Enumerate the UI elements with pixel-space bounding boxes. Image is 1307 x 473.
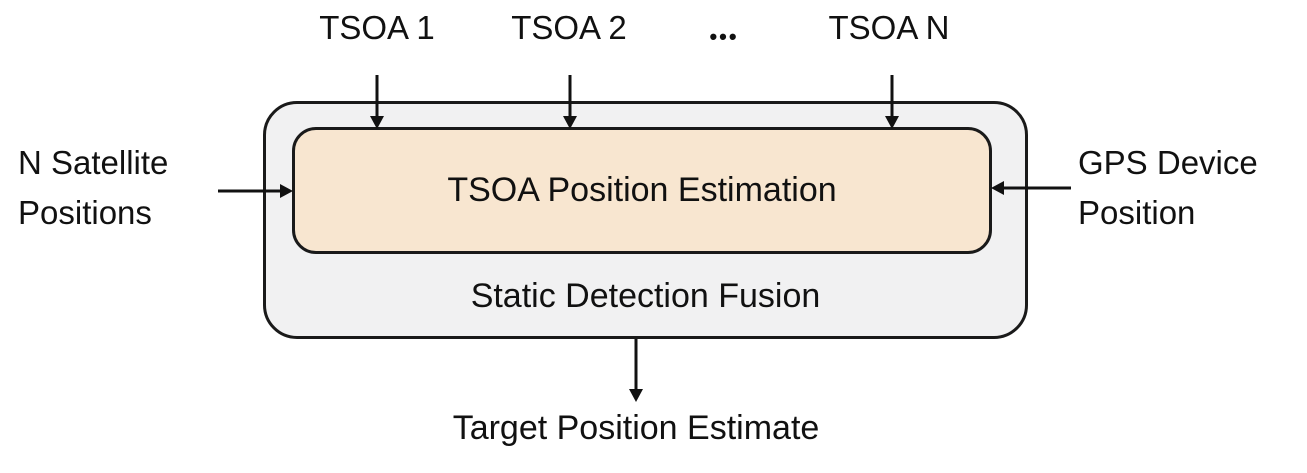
arrowhead-right-icon xyxy=(280,184,293,198)
arrow-shaft xyxy=(1002,186,1071,190)
arrow-shaft xyxy=(218,189,282,193)
tsoa-position-estimation-box: TSOA Position Estimation xyxy=(292,127,992,254)
arrow-shaft xyxy=(375,75,379,118)
arrow-output-down xyxy=(628,339,644,402)
arrow-tsoa-1-down xyxy=(369,75,385,129)
arrow-shaft xyxy=(634,339,638,391)
static-detection-fusion-box: TSOA Position Estimation Static Detectio… xyxy=(263,101,1028,339)
arrow-shaft xyxy=(890,75,894,118)
arrowhead-left-icon xyxy=(991,181,1004,195)
arrowhead-down-icon xyxy=(885,116,899,129)
arrow-tsoa-n-down xyxy=(884,75,900,129)
label-tsoa-1: TSOA 1 xyxy=(319,9,435,46)
arrow-satellite-positions-right xyxy=(218,183,293,199)
label-target-position-estimate: Target Position Estimate xyxy=(452,409,820,447)
arrowhead-down-icon xyxy=(563,116,577,129)
static-detection-fusion-label: Static Detection Fusion xyxy=(470,276,821,315)
ellipsis-dots: ••• xyxy=(709,24,739,49)
arrow-tsoa-2-down xyxy=(562,75,578,129)
arrowhead-down-icon xyxy=(370,116,384,129)
label-n-satellite-positions: N Satellite Positions xyxy=(18,144,169,231)
arrowhead-down-icon xyxy=(629,389,643,402)
arrow-shaft xyxy=(568,75,572,118)
arrow-gps-position-left xyxy=(991,180,1071,196)
label-tsoa-2: TSOA 2 xyxy=(511,9,627,46)
label-tsoa-n: TSOA N xyxy=(828,9,950,46)
tsoa-position-estimation-label: TSOA Position Estimation xyxy=(447,171,837,209)
label-gps-device-position: GPS Device Position xyxy=(1078,144,1258,231)
